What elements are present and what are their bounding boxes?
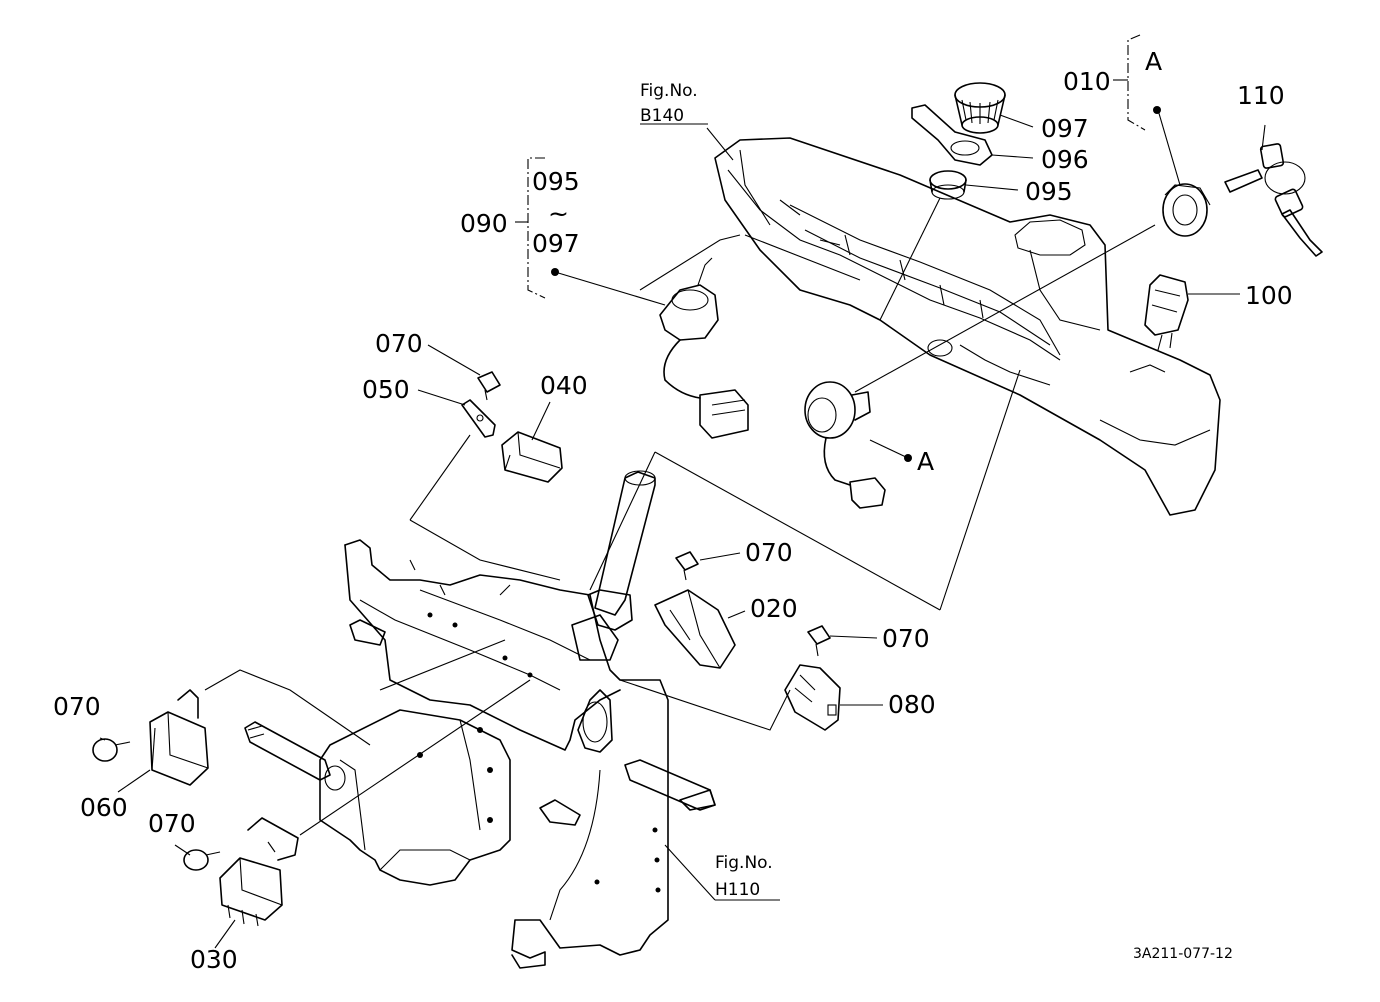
fig-no-label-h110: Fig.No. bbox=[715, 853, 773, 873]
knob-cap-097 bbox=[954, 82, 1006, 134]
key-switch-bezel bbox=[1162, 183, 1211, 237]
washer-050 bbox=[461, 399, 496, 438]
fig-no-label-b140: Fig.No. bbox=[640, 81, 698, 101]
fig-ref-h110: H110 bbox=[715, 880, 760, 900]
label-070-b: 070 bbox=[745, 538, 793, 567]
bolt-070-a bbox=[477, 371, 501, 401]
label-040: 040 bbox=[540, 371, 588, 400]
ignition-keys bbox=[1224, 143, 1323, 257]
label-060: 060 bbox=[80, 793, 128, 822]
bracket-020 bbox=[654, 589, 736, 669]
label-ref-a-top: A bbox=[1145, 47, 1162, 76]
dashboard-panel bbox=[714, 137, 1221, 516]
switch-090 bbox=[659, 257, 749, 439]
relay-060 bbox=[149, 689, 209, 786]
label-110: 110 bbox=[1237, 81, 1285, 110]
label-070-a: 070 bbox=[375, 329, 423, 358]
ref-dot-a bbox=[904, 454, 912, 462]
label-030: 030 bbox=[190, 945, 238, 974]
connector-080 bbox=[784, 664, 841, 731]
label-range-tilde: ~ bbox=[548, 199, 569, 228]
steering-post-frame bbox=[244, 470, 716, 969]
label-097: 097 bbox=[1041, 114, 1089, 143]
buzzer-a bbox=[804, 381, 886, 509]
relay-040 bbox=[501, 431, 563, 483]
label-020: 020 bbox=[750, 594, 798, 623]
fig-ref-b140: B140 bbox=[640, 106, 684, 126]
relay-030 bbox=[219, 817, 299, 927]
nut-plate-096 bbox=[911, 104, 993, 166]
label-097-range-end: 097 bbox=[532, 229, 580, 258]
nut-095 bbox=[929, 170, 967, 200]
label-050: 050 bbox=[362, 375, 410, 404]
label-070-d: 070 bbox=[53, 692, 101, 721]
label-095: 095 bbox=[1025, 177, 1073, 206]
label-096: 096 bbox=[1041, 145, 1089, 174]
bolt-070-c bbox=[807, 625, 831, 657]
bolt-070-b bbox=[675, 551, 699, 581]
switch-100 bbox=[1144, 274, 1189, 351]
label-090: 090 bbox=[460, 209, 508, 238]
label-010: 010 bbox=[1063, 67, 1111, 96]
drawing-code: 3A211-077-12 bbox=[1133, 946, 1233, 962]
label-070-e: 070 bbox=[148, 809, 196, 838]
bracket-marks bbox=[515, 34, 1146, 299]
ref-dot-090 bbox=[551, 268, 559, 276]
ref-dot-010 bbox=[1153, 106, 1161, 114]
leader-lines bbox=[99, 109, 1266, 949]
label-070-c: 070 bbox=[882, 624, 930, 653]
label-080: 080 bbox=[888, 690, 936, 719]
bolt-070-d bbox=[92, 738, 131, 762]
label-095-range-start: 095 bbox=[532, 167, 580, 196]
bolt-070-e bbox=[183, 849, 221, 871]
label-100: 100 bbox=[1245, 281, 1293, 310]
label-ref-a-buzzer: A bbox=[917, 447, 934, 476]
